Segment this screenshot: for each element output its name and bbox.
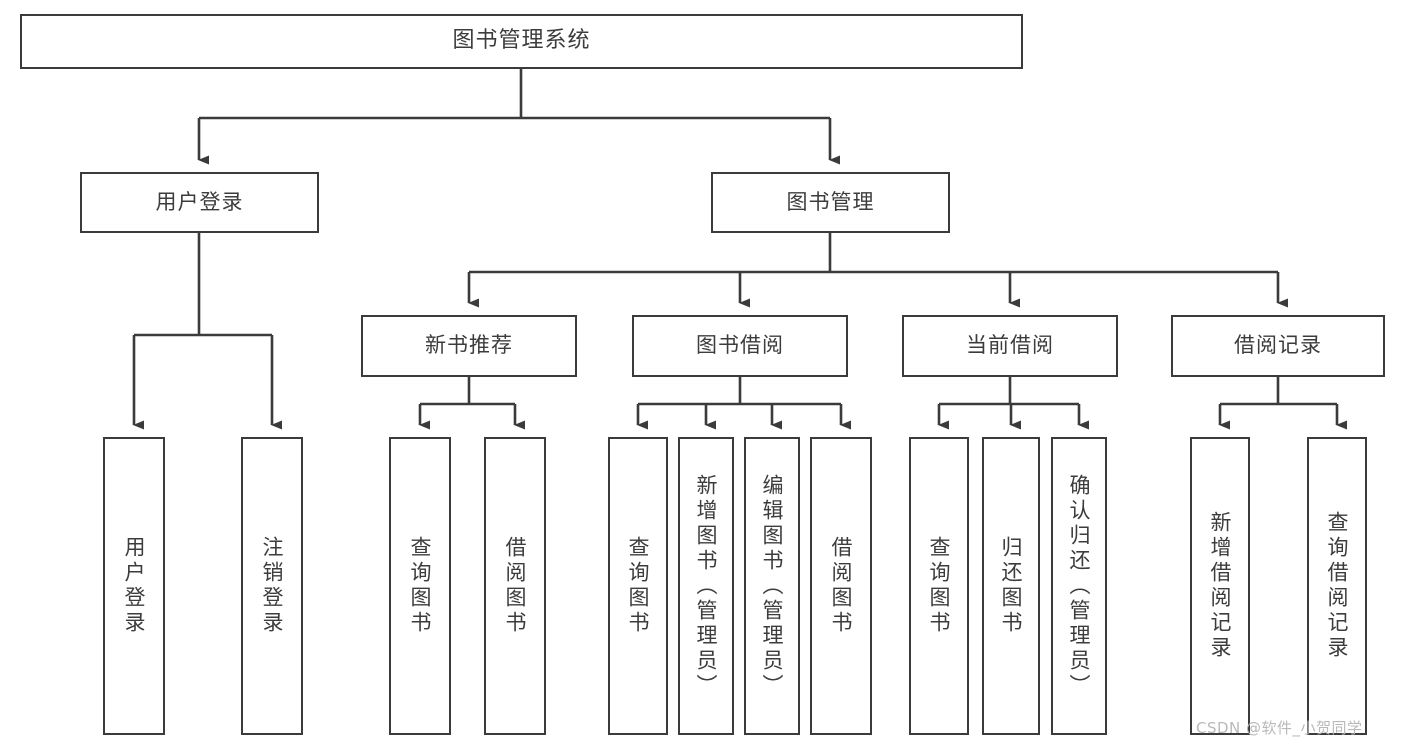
leaf-logout[interactable]: 注销登录 [241, 437, 303, 735]
node-label: 借阅图书 [503, 536, 528, 636]
node-label: 查询图书 [408, 536, 433, 636]
node-book-management[interactable]: 图书管理 [711, 172, 950, 233]
node-root[interactable]: 图书管理系统 [20, 14, 1023, 69]
node-book-borrow[interactable]: 图书借阅 [632, 315, 848, 377]
node-label: 当前借阅 [966, 333, 1054, 358]
node-label: 用户登录 [155, 189, 244, 214]
node-label: 新增借阅记录 [1208, 511, 1233, 661]
node-label: 新增图书（管理员） [694, 473, 719, 699]
node-label: 用户登录 [122, 536, 147, 636]
node-label: 图书管理 [786, 189, 875, 214]
csdn-watermark: CSDN @软件_小贺同学 [1196, 719, 1363, 737]
node-borrow-record[interactable]: 借阅记录 [1171, 315, 1385, 377]
node-label: 图书借阅 [696, 333, 784, 358]
node-user-login[interactable]: 用户登录 [80, 172, 319, 233]
node-label: 编辑图书（管理员） [760, 473, 785, 699]
leaf-add-borrow-record[interactable]: 新增借阅记录 [1190, 437, 1250, 735]
node-label: 新书推荐 [425, 333, 513, 358]
node-label: 确认归还（管理员） [1067, 473, 1092, 699]
leaf-query-book-recommend[interactable]: 查询图书 [389, 437, 451, 735]
leaf-query-book-current[interactable]: 查询图书 [909, 437, 969, 735]
leaf-query-borrow-record[interactable]: 查询借阅记录 [1307, 437, 1367, 735]
leaf-borrow-book-recommend[interactable]: 借阅图书 [484, 437, 546, 735]
node-label: 归还图书 [999, 536, 1024, 636]
leaf-edit-book-admin[interactable]: 编辑图书（管理员） [744, 437, 800, 735]
leaf-user-login[interactable]: 用户登录 [103, 437, 165, 735]
leaf-borrow-book[interactable]: 借阅图书 [810, 437, 872, 735]
node-label: 借阅记录 [1234, 333, 1322, 358]
node-label: 查询图书 [626, 536, 651, 636]
node-label: 查询图书 [927, 536, 952, 636]
leaf-query-book-borrow[interactable]: 查询图书 [608, 437, 668, 735]
node-label: 借阅图书 [829, 536, 854, 636]
node-new-book-recommend[interactable]: 新书推荐 [361, 315, 577, 377]
leaf-return-book[interactable]: 归还图书 [982, 437, 1040, 735]
node-label: 图书管理系统 [452, 28, 591, 54]
node-current-borrow[interactable]: 当前借阅 [902, 315, 1118, 377]
leaf-add-book-admin[interactable]: 新增图书（管理员） [678, 437, 734, 735]
node-label: 注销登录 [260, 536, 285, 636]
node-label: 查询借阅记录 [1325, 511, 1350, 661]
leaf-confirm-return-admin[interactable]: 确认归还（管理员） [1051, 437, 1107, 735]
